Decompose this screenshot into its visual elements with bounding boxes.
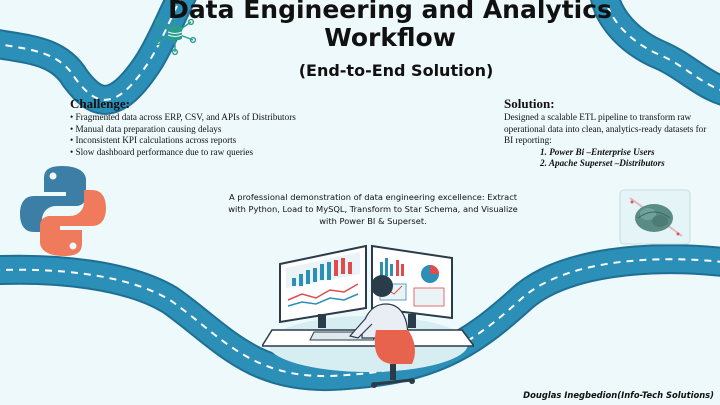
solution-item: 2. Apache Superset –Distributors [540,158,665,168]
challenge-list: Fragmented data across ERP, CSV, and API… [70,112,400,158]
network-database-icon [154,10,197,56]
challenge-item: Slow dashboard performance due to raw qu… [70,147,400,159]
solution-heading: Solution: [504,96,555,111]
solution-section: Solution: Designed a scalable ETL pipeli… [504,96,714,170]
page-title: Data Engineering and Analytics Workflow [168,0,612,52]
challenge-item: Manual data preparation causing delays [70,124,400,136]
challenge-item: Fragmented data across ERP, CSV, and API… [70,112,400,124]
author-credit: Douglas Inegbedion(Info-Tech Solutions) [523,390,714,400]
solution-item: 1. Power Bi –Enterprise Users [540,146,655,157]
challenge-heading: Challenge: [70,96,130,111]
python-logo [20,166,106,256]
analyst-illustration [262,244,474,388]
solution-list: 1. Power Bi –Enterprise Users 2. Apache … [504,147,714,170]
description-text: A professional demonstration of data eng… [228,192,518,227]
challenge-item: Inconsistent KPI calculations across rep… [70,135,400,147]
ai-brain-icon [619,189,691,245]
analyst-person [348,275,415,388]
right-monitor [371,244,453,328]
page-subtitle: (End-to-End Solution) [298,61,494,80]
left-monitor [279,244,367,328]
solution-text: Designed a scalable ETL pipeline to tran… [504,112,707,145]
challenge-section: Challenge: Fragmented data across ERP, C… [70,96,400,158]
